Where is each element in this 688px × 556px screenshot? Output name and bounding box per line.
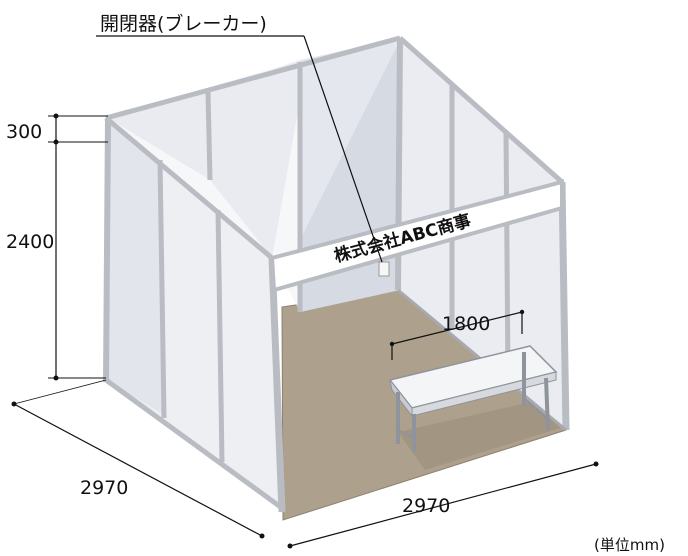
frame-post-left-mid (157, 159, 167, 419)
dim-width-line (289, 463, 597, 547)
dim-table-bracket (391, 311, 523, 360)
dim-depth-ext-1 (13, 379, 107, 405)
breaker-callout-label: 開閉器(ブレーカー) (100, 12, 267, 35)
frame-bottom-left-rail (104, 377, 284, 511)
frame-top-left-rail (105, 35, 401, 121)
dim-table-dot-right (519, 309, 525, 315)
fascia-board (269, 179, 564, 293)
left-wall-shade (106, 118, 166, 416)
breaker-box (378, 261, 390, 277)
dim-table-dot-left (389, 341, 395, 347)
frame-top-right-rail (398, 36, 564, 184)
table-crossbar (397, 429, 415, 439)
frame-post-left-mid2 (215, 209, 225, 463)
dim-depth-line (13, 403, 263, 537)
table (388, 345, 558, 452)
dim-depth-dot-end (259, 533, 265, 539)
dim-dot-bottom (53, 375, 59, 381)
frame-post-back-mid1 (205, 91, 213, 181)
breaker-callout-leader (303, 35, 383, 263)
table-front-apron (411, 371, 557, 417)
dim-wall-height: 2400 (6, 231, 54, 253)
right-wall-panel (398, 38, 566, 430)
frame-post-front-left (268, 257, 286, 513)
dim-dot-top (53, 113, 59, 119)
dim-table-width: 1800 (442, 313, 490, 335)
dim-width-dot-end (593, 461, 599, 467)
dim-dot-mid (53, 139, 59, 145)
frame-post-back-left (103, 117, 111, 383)
frame-top-front-left-rail (104, 116, 274, 260)
dim-width-dot-start (287, 543, 293, 549)
dim-width-label: 2970 (402, 495, 450, 517)
table-crossbar-right (523, 397, 549, 421)
dim-fascia-height: 300 (6, 121, 42, 143)
table-leg-front-right (544, 377, 550, 431)
frame-post-front-right (558, 181, 570, 431)
dim-depth-label: 2970 (80, 477, 128, 499)
table-shadow (398, 400, 560, 470)
back-wall-left-section (108, 60, 300, 258)
unit-label: (単位mm) (594, 536, 665, 554)
frame-post-right-mid2 (503, 131, 511, 379)
